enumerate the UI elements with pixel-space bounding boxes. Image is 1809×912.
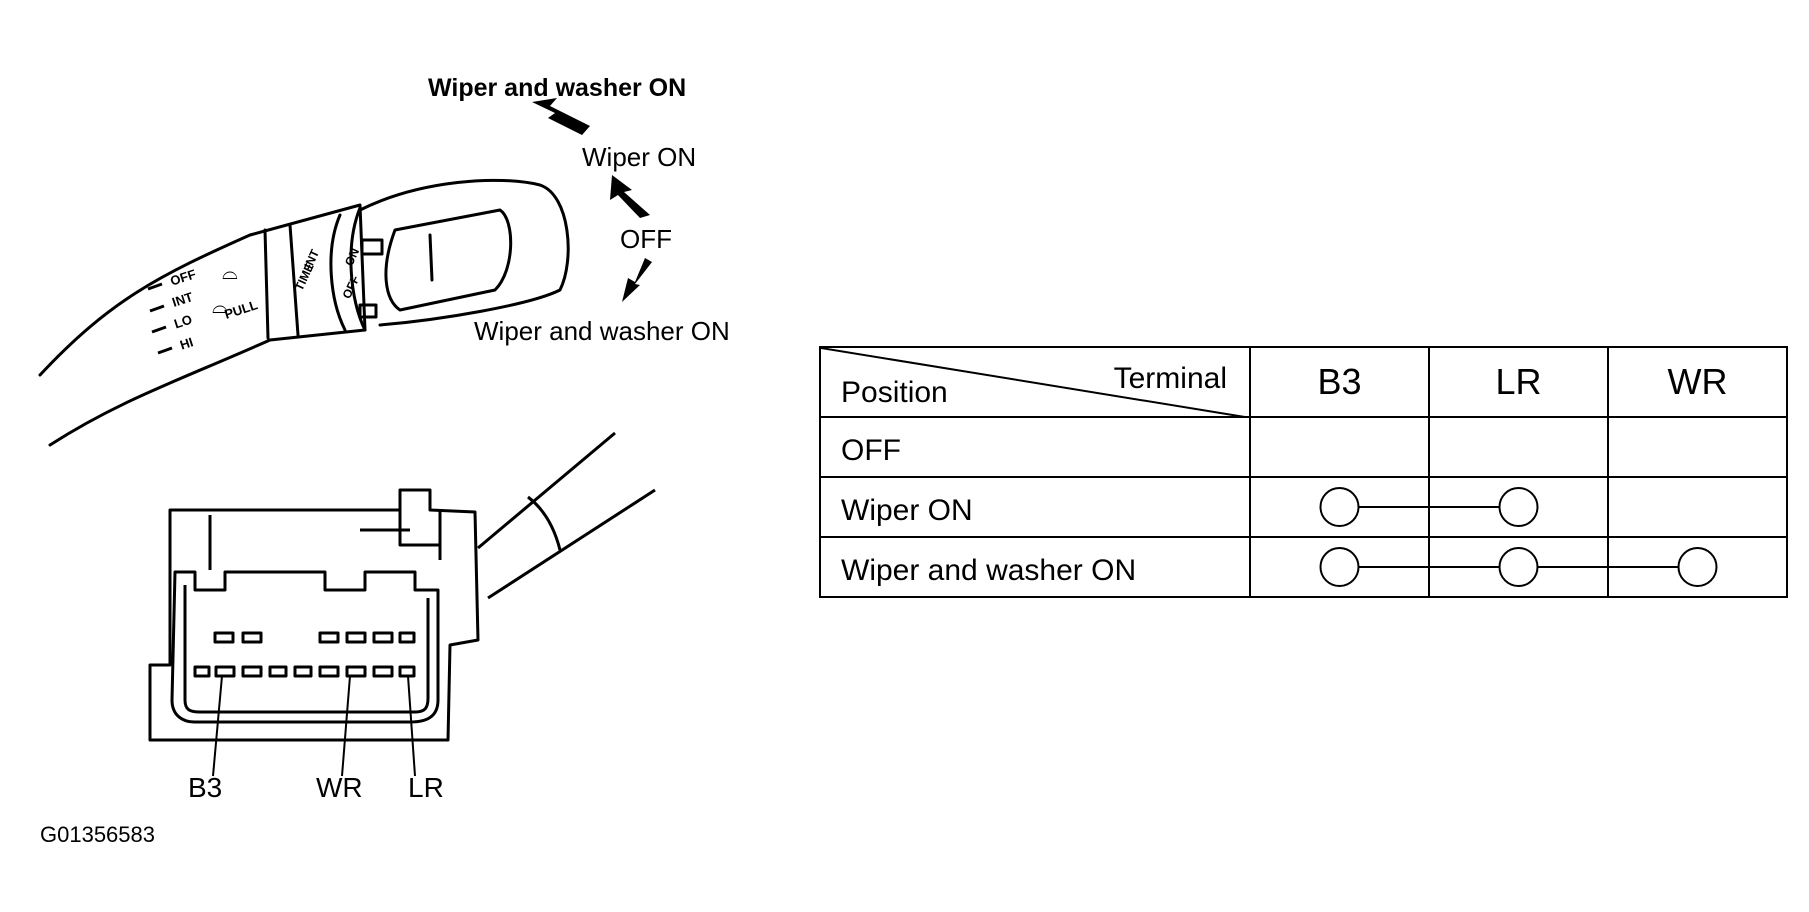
cell-b3 (1249, 476, 1430, 538)
header-position: Position (841, 376, 948, 409)
row-position: Wiper ON (819, 476, 1251, 538)
cell-lr (1428, 416, 1609, 478)
connector-label-wr: WR (316, 772, 363, 803)
header-corner-cell: Position Terminal (819, 346, 1251, 418)
row-position: OFF (819, 416, 1251, 478)
cell-b3 (1249, 416, 1430, 478)
wiper-symbol-icon: ⌓ (222, 262, 238, 284)
header-diagonal (822, 349, 1239, 415)
label-wiper-washer-on-top: Wiper and washer ON (428, 74, 687, 102)
arrow-up-icon (532, 98, 590, 135)
header-terminal-lr: LR (1428, 346, 1609, 418)
lever-body (248, 203, 367, 342)
table-header-row: Position Terminal B3 LR WR (819, 346, 1788, 418)
label-wiper-on: Wiper ON (582, 142, 697, 172)
connector-housing (148, 488, 480, 742)
cell-wr (1607, 536, 1788, 598)
label-wiper-washer-on-bottom: Wiper and washer ON (474, 316, 730, 346)
header-terminal-wr: WR (1607, 346, 1788, 418)
row-position: Wiper and washer ON (819, 536, 1251, 598)
connector-label-lr: LR (408, 772, 444, 803)
continuity-table: Position Terminal B3 LR WR OFF Wiper ON … (819, 346, 1788, 598)
connector-drawing (148, 431, 656, 742)
figure-id: G01356583 (40, 822, 155, 847)
lever-knob (358, 178, 570, 327)
cell-wr (1607, 416, 1788, 478)
lever-stalk-top (38, 233, 252, 377)
cell-lr (1428, 536, 1609, 598)
washer-symbol-icon: ⌓ (212, 296, 228, 318)
leader-lines (212, 675, 416, 777)
cell-wr (1607, 476, 1788, 538)
label-off: OFF (620, 224, 672, 254)
lever-ring (329, 213, 347, 332)
switch-arrows (532, 98, 652, 302)
lever-stalk-bottom (48, 338, 272, 447)
arrow-down-icon (622, 258, 652, 302)
lever-tick-marks (147, 282, 173, 355)
arrow-up-icon (610, 175, 650, 218)
cell-b3 (1249, 536, 1430, 598)
table-row: OFF (819, 416, 1788, 478)
table-row: Wiper and washer ON (819, 536, 1788, 598)
connector-label-b3: B3 (188, 772, 223, 803)
header-terminal: Terminal (1113, 362, 1227, 395)
cell-lr (1428, 476, 1609, 538)
header-terminal-b3: B3 (1249, 346, 1430, 418)
table-row: Wiper ON (819, 476, 1788, 538)
